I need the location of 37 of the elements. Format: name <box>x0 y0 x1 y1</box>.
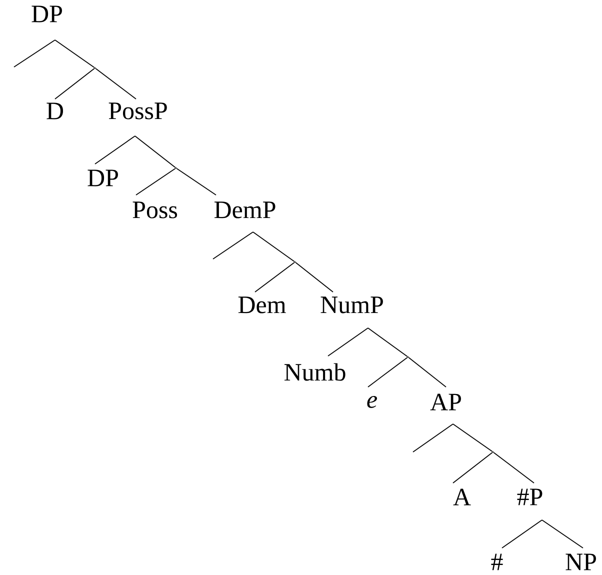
branch-line <box>493 452 534 484</box>
branch-line <box>54 68 95 100</box>
branch-line <box>452 452 493 484</box>
branch-line <box>408 357 446 388</box>
category-label: A <box>453 488 471 506</box>
branch-line <box>54 40 95 68</box>
branch-line <box>176 168 216 196</box>
branch-line <box>295 262 334 292</box>
category-label: D <box>46 102 64 120</box>
category-label: AP <box>430 394 461 410</box>
category-label: NumP <box>320 296 383 314</box>
category-label: PossP <box>108 102 167 120</box>
category-label: Dem <box>238 296 286 314</box>
branch-line <box>95 68 136 100</box>
category-label: #P <box>517 488 542 506</box>
category-label: NP <box>566 554 596 570</box>
branch-line <box>412 424 454 452</box>
category-label: # <box>491 554 503 570</box>
branch-line <box>368 328 408 357</box>
branch-line <box>502 520 542 548</box>
branch-line <box>368 357 408 388</box>
branch-line <box>254 262 295 292</box>
branch-line <box>134 136 176 168</box>
branch-line <box>328 328 368 356</box>
branch-line <box>136 168 176 196</box>
category-label: DP <box>88 170 118 186</box>
category-label: e <box>367 396 377 408</box>
branch-line <box>252 232 295 262</box>
branch-line <box>94 136 136 164</box>
branch-line <box>212 232 254 260</box>
category-label: Poss <box>132 202 178 218</box>
branch-line <box>14 40 56 68</box>
category-label: Numb <box>284 363 346 381</box>
branch-line <box>542 520 584 548</box>
category-label: DemP <box>214 202 276 218</box>
category-label: DP <box>32 6 62 22</box>
branch-line <box>452 424 493 452</box>
